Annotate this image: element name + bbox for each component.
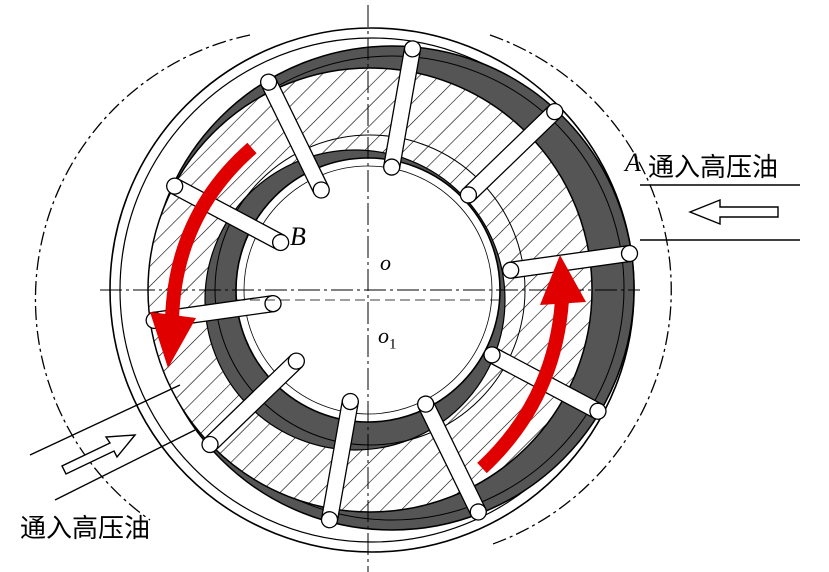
center-o1-subscript: 1 — [389, 336, 397, 353]
vane-roller — [502, 261, 520, 279]
port-a-label: 通入高压油 — [648, 153, 779, 183]
vane — [201, 352, 305, 454]
vane-roller — [417, 395, 435, 413]
vane-roller — [201, 435, 219, 454]
vane-roller — [287, 352, 305, 370]
center-o-label: o — [380, 250, 391, 275]
inlet-arrow-icon — [61, 434, 137, 475]
port-b-inlet — [29, 384, 196, 501]
vane-roller — [383, 158, 401, 176]
center-o1-label: o1 — [378, 323, 397, 353]
center-o1-letter: o — [378, 323, 389, 348]
vane — [417, 395, 487, 521]
rotation-arrow-right — [477, 255, 586, 474]
vane-roller — [483, 346, 501, 364]
inlet-arrow-icon — [688, 198, 779, 226]
vane-roller — [166, 177, 184, 195]
vane-roller — [589, 402, 607, 420]
vane-roller — [546, 102, 564, 121]
vane-roller — [259, 73, 278, 91]
port-a-inlet — [640, 184, 800, 241]
vane — [459, 102, 564, 204]
vane — [166, 177, 290, 252]
vane-roller — [459, 186, 478, 204]
vane-roller — [469, 503, 487, 521]
vane-roller — [271, 233, 290, 252]
vane — [502, 244, 639, 279]
vane-roller — [620, 244, 639, 263]
vanes — [145, 40, 639, 529]
chamber-b-label: B — [290, 222, 306, 251]
vane-roller — [320, 511, 339, 529]
vane-roller — [341, 392, 359, 411]
vane — [320, 392, 359, 529]
vane — [259, 73, 330, 199]
port-a-label-letter: A — [625, 148, 641, 177]
rotation-arrow-left — [150, 142, 257, 368]
port-b-label: 通入高压油 — [20, 514, 151, 544]
vane-roller — [312, 181, 330, 199]
vane-roller — [403, 40, 422, 58]
vane — [383, 40, 422, 176]
